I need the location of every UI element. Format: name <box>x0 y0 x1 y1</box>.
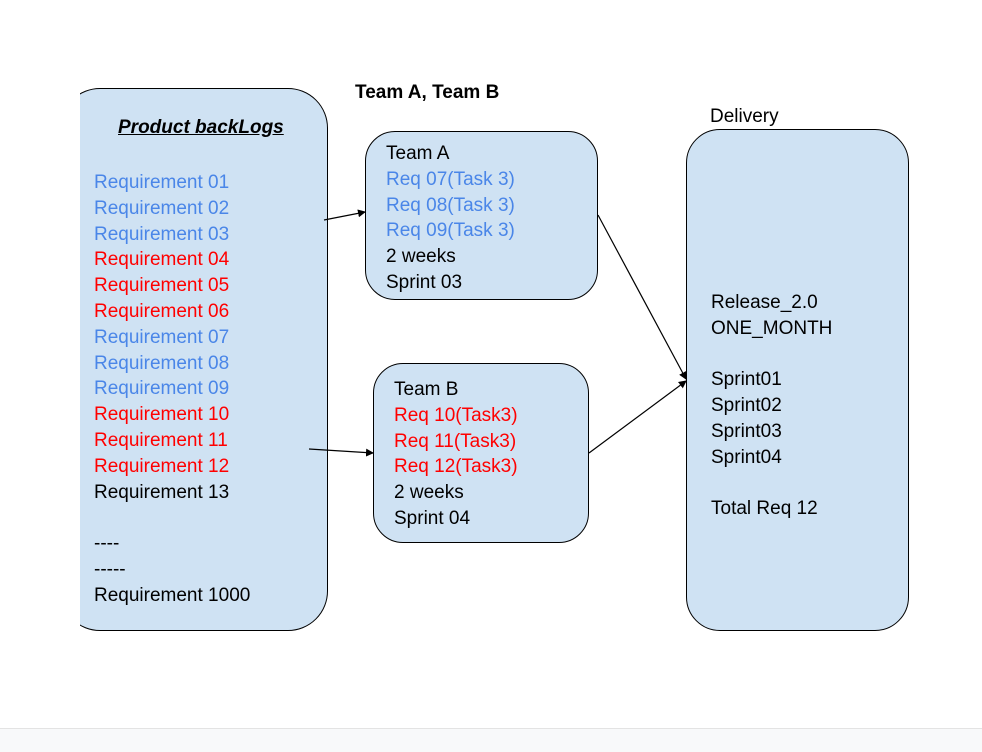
backlog-item: Requirement 1000 <box>94 584 251 606</box>
delivery-line: Total Req 12 <box>711 498 818 520</box>
delivery-label: Delivery <box>710 106 779 127</box>
backlog-item: Requirement 01 <box>94 172 230 193</box>
backlog-item: Requirement 09 <box>94 378 230 400</box>
backlog-item: ---- <box>94 533 120 555</box>
delivery-line: Sprint02 <box>711 395 782 417</box>
team-b-line: Req 12(Task3) <box>394 456 518 478</box>
team-a-line: 2 weeks <box>386 246 456 268</box>
team-b-line: Team B <box>394 379 459 400</box>
delivery-line: ONE_MONTH <box>711 317 833 339</box>
team-a-line: Req 08(Task 3) <box>386 194 515 216</box>
delivery-line: Sprint04 <box>711 446 782 468</box>
left-page-margin <box>0 80 80 640</box>
team-a-list: Team A Req 07(Task 3) Req 08(Task 3) Req… <box>386 141 515 296</box>
team-b-line: Sprint 04 <box>394 507 471 529</box>
diagram-title: Team A, Team B <box>355 82 500 103</box>
delivery-line: Sprint03 <box>711 420 782 442</box>
backlog-item: Requirement 03 <box>94 223 230 245</box>
team-a-line: Req 09(Task 3) <box>386 220 515 242</box>
delivery-spacer <box>711 471 832 497</box>
delivery-box <box>686 129 909 631</box>
delivery-line: Release_2.0 <box>711 292 818 313</box>
backlog-list: Requirement 01 Requirement 02 Requiremen… <box>94 170 250 609</box>
backlog-item: Requirement 07 <box>94 326 230 348</box>
backlog-item: Requirement 11 <box>94 429 228 451</box>
team-a-box <box>365 131 598 300</box>
team-a-line: Sprint 03 <box>386 271 463 293</box>
backlog-item: Requirement 05 <box>94 275 230 297</box>
backlog-item: Requirement 02 <box>94 197 230 219</box>
backlog-item: Requirement 04 <box>94 249 230 271</box>
team-b-list: Team B Req 10(Task3) Req 11(Task3) Req 1… <box>394 377 518 532</box>
delivery-line: Sprint01 <box>711 369 782 391</box>
arrow-backlog-to-team-a <box>323 209 366 221</box>
arrow-team-b-to-delivery <box>588 380 687 454</box>
arrow-team-a-to-delivery <box>597 214 687 380</box>
backlog-item: Requirement 10 <box>94 404 230 426</box>
backlog-item: Requirement 06 <box>94 300 230 322</box>
team-a-line: Req 07(Task 3) <box>386 168 515 190</box>
product-backlog-box <box>60 88 328 631</box>
backlog-item: Requirement 13 <box>94 481 230 503</box>
team-b-box <box>373 363 589 543</box>
delivery-list: Release_2.0 ONE_MONTH Sprint01 Sprint02 … <box>711 290 832 522</box>
team-b-line: 2 weeks <box>394 482 464 504</box>
team-b-line: Req 10(Task3) <box>394 404 518 426</box>
backlog-spacer <box>94 505 250 531</box>
diagram-canvas: Team A, Team B Delivery Product backLogs… <box>0 80 909 640</box>
backlog-title: Product backLogs <box>118 117 284 138</box>
bottom-strip <box>0 728 982 752</box>
backlog-item: Requirement 12 <box>94 455 230 477</box>
backlog-item: ----- <box>94 558 126 580</box>
backlog-item: Requirement 08 <box>94 352 230 374</box>
team-a-line: Team A <box>386 143 450 164</box>
delivery-spacer <box>711 342 832 368</box>
team-b-line: Req 11(Task3) <box>394 430 517 452</box>
